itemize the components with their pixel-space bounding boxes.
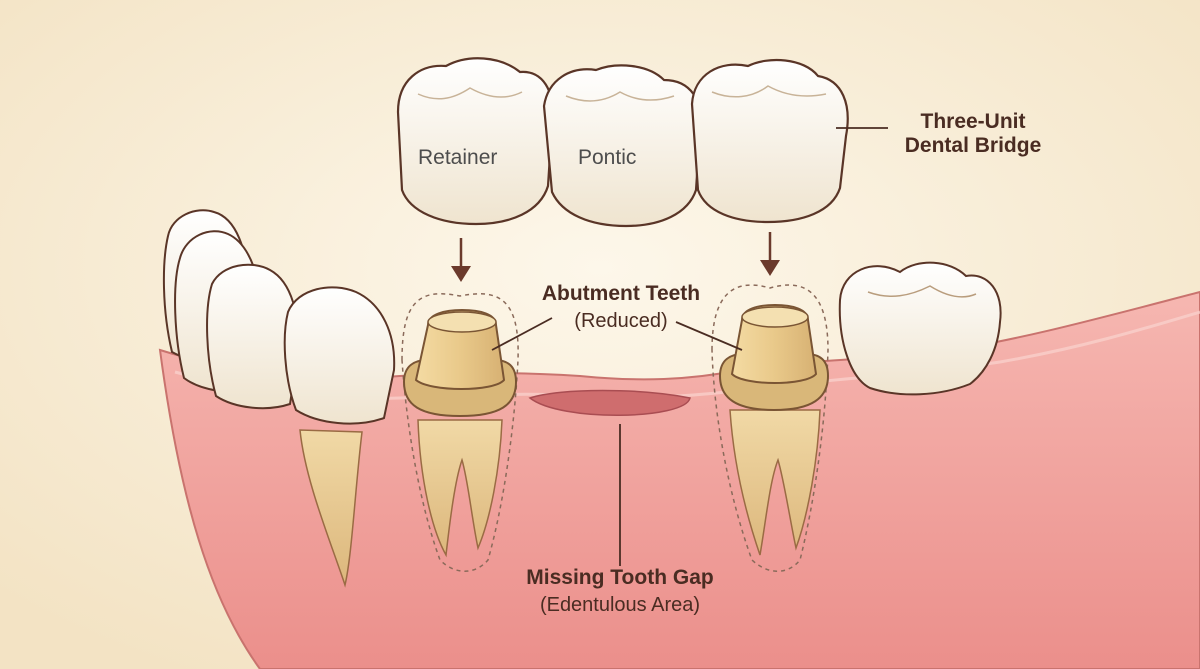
- gap-label-sub: (Edentulous Area): [539, 594, 701, 617]
- pontic-label: Pontic: [578, 146, 637, 169]
- natural-teeth-left: [162, 209, 396, 425]
- arrow-left: [451, 238, 471, 282]
- natural-tooth-right: [838, 261, 1002, 396]
- abutment-label-title: Abutment Teeth: [541, 282, 701, 305]
- abutment-left-leader: [491, 317, 553, 351]
- abutment-right: [718, 303, 830, 412]
- gap-socket: [528, 389, 691, 416]
- abutment-right-outline: [711, 284, 829, 572]
- bridge-label-line2: Dental Bridge: [904, 134, 1042, 158]
- bridge-label-line1: Three-Unit: [920, 110, 1026, 133]
- abutment-label-sub: (Reduced): [574, 310, 668, 333]
- bridge-crowns: [396, 57, 849, 228]
- root-left-a: [299, 429, 363, 588]
- gap-label-title: Missing Tooth Gap: [526, 566, 714, 589]
- abutment-right-leader: [675, 321, 743, 351]
- abutment-left-outline: [401, 293, 519, 572]
- bridge-label: Three-Unit Dental Bridge: [898, 110, 1048, 158]
- abutment-label: Abutment Teeth (Reduced): [516, 282, 726, 333]
- bridge-retainer-right: [690, 58, 849, 224]
- leader-lines: [491, 127, 888, 566]
- abutment-left: [402, 308, 518, 418]
- gap-label: Missing Tooth Gap (Edentulous Area): [500, 566, 740, 617]
- bridge-retainer-left: [396, 57, 554, 226]
- abutment-left-roots: [417, 419, 503, 558]
- abutment-right-roots: [729, 409, 821, 556]
- retainer-label: Retainer: [418, 146, 498, 169]
- arrow-right: [760, 232, 780, 276]
